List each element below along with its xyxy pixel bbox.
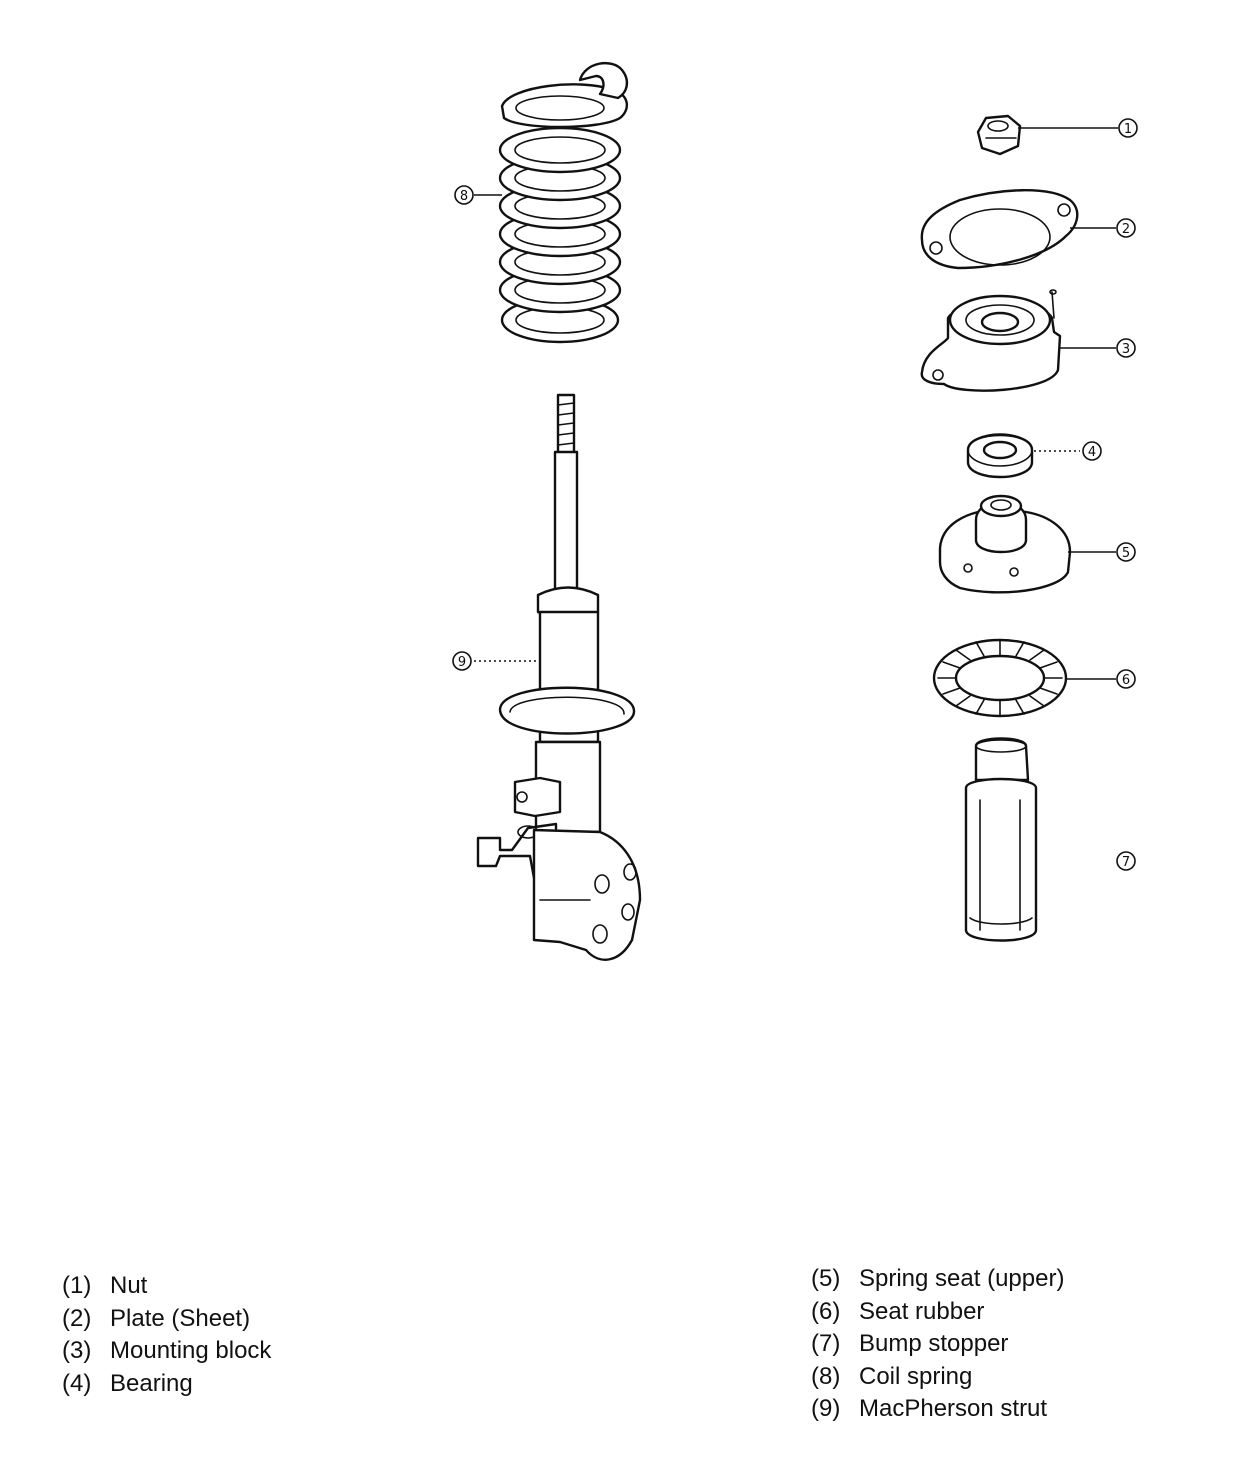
- callout-3: 3: [1116, 338, 1136, 358]
- svg-text:8: 8: [460, 189, 468, 204]
- legend-label: Bearing: [110, 1369, 193, 1397]
- legend-number: (1): [62, 1272, 92, 1299]
- legend-number: (2): [62, 1304, 92, 1332]
- legend-left: (1) Nut (2) Plate (Sheet) (3) Mounting b…: [62, 1270, 271, 1400]
- seat-rubber: [932, 638, 1068, 718]
- legend-item-macpherson-strut: (9) MacPherson strut: [811, 1393, 1064, 1426]
- svg-text:3: 3: [1122, 342, 1130, 357]
- callout-6: 6: [1116, 669, 1136, 689]
- callout-2: 2: [1116, 218, 1136, 238]
- svg-text:6: 6: [1122, 673, 1130, 688]
- legend-item-seat-rubber: (6) Seat rubber: [811, 1296, 1064, 1329]
- bearing: [966, 433, 1034, 479]
- legend-label: Spring seat (upper): [859, 1265, 1065, 1292]
- mounting-block: [920, 289, 1062, 392]
- legend-number: (3): [62, 1337, 92, 1364]
- legend-label: MacPherson strut: [859, 1395, 1048, 1422]
- legend-label: Plate (Sheet): [110, 1304, 251, 1332]
- legend-number: (5): [811, 1265, 841, 1292]
- bump-stopper: [964, 737, 1038, 942]
- legend-item-spring-seat-upper: (5) Spring seat (upper): [811, 1263, 1064, 1296]
- legend-number: (9): [811, 1395, 841, 1422]
- legend-number: (8): [811, 1362, 841, 1390]
- macpherson-strut: [476, 393, 642, 961]
- plate: [920, 189, 1079, 270]
- legend-item-bump-stopper: (7) Bump stopper: [811, 1328, 1064, 1361]
- legend-item-mounting-block: (3) Mounting block: [62, 1335, 271, 1368]
- spring-seat-upper: [938, 494, 1072, 594]
- legend-number: (7): [811, 1330, 841, 1357]
- legend-item-nut: (1) Nut: [62, 1270, 271, 1303]
- legend-number: (6): [811, 1297, 841, 1325]
- legend-label: Seat rubber: [859, 1297, 985, 1325]
- legend-label: Mounting block: [110, 1337, 272, 1364]
- svg-text:2: 2: [1122, 222, 1130, 237]
- coil-spring: [498, 61, 629, 344]
- svg-text:4: 4: [1088, 445, 1096, 460]
- legend-label: Coil spring: [859, 1362, 973, 1390]
- callout-7: 7: [1116, 851, 1136, 871]
- callout-8: 8: [454, 185, 474, 205]
- callout-1: 1: [1118, 118, 1138, 138]
- svg-text:9: 9: [458, 655, 466, 670]
- legend-label: Nut: [110, 1272, 148, 1299]
- nut: [976, 114, 1022, 156]
- legend-item-bearing: (4) Bearing: [62, 1368, 271, 1401]
- callout-9: 9: [452, 651, 472, 671]
- legend-label: Bump stopper: [859, 1330, 1009, 1357]
- callout-5: 5: [1116, 542, 1136, 562]
- legend-item-coil-spring: (8) Coil spring: [811, 1361, 1064, 1394]
- callout-4: 4: [1082, 441, 1102, 461]
- legend-item-plate: (2) Plate (Sheet): [62, 1303, 271, 1336]
- svg-text:1: 1: [1124, 122, 1132, 137]
- svg-text:5: 5: [1122, 546, 1130, 561]
- svg-text:7: 7: [1122, 855, 1130, 870]
- legend-number: (4): [62, 1369, 92, 1397]
- legend-right: (5) Spring seat (upper) (6) Seat rubber …: [811, 1263, 1064, 1426]
